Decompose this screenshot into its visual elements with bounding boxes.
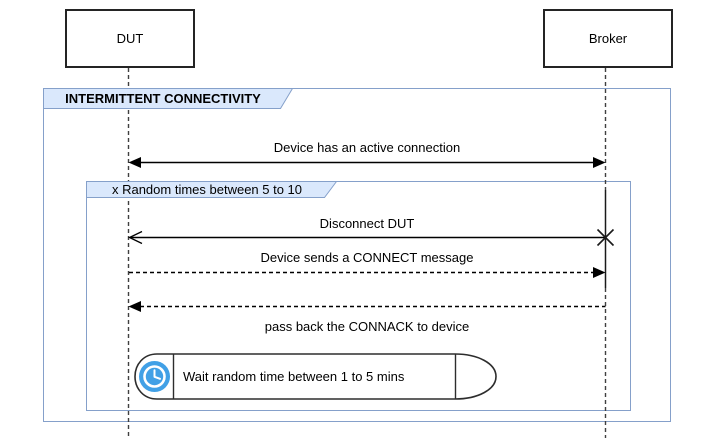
- fragment-intermittent-connectivity-frame: [43, 88, 671, 422]
- message-label-connack-return: pass back the CONNACK to device: [264, 319, 470, 334]
- actor-broker-box: Broker: [543, 9, 673, 68]
- message-label-disconnect-dut: Disconnect DUT: [319, 216, 415, 231]
- destroy-x-icon: [596, 228, 615, 247]
- clock-icon: [139, 361, 170, 392]
- fragment-loop-random-times-text: x Random times between 5 to 10: [111, 182, 303, 197]
- open-arrowhead-left-icon: [127, 230, 143, 245]
- actor-dut-box: DUT: [65, 9, 195, 68]
- arrowhead-left-icon: [128, 301, 141, 312]
- message-label-active-connection: Device has an active connection: [273, 140, 461, 155]
- actor-broker-label: Broker: [588, 31, 628, 46]
- arrowhead-right-icon: [593, 157, 606, 168]
- delay-shape-outline: [134, 353, 497, 400]
- delay-label: Wait random time between 1 to 5 mins: [183, 369, 405, 384]
- fragment-label-shape: [43, 88, 293, 109]
- fragment-intermittent-connectivity-label: INTERMITTENT CONNECTIVITY: [43, 88, 293, 109]
- fragment-loop-random-times-label: x Random times between 5 to 10: [86, 181, 337, 198]
- message-label-connect: Device sends a CONNECT message: [260, 250, 474, 265]
- arrowhead-right-icon: [593, 267, 606, 278]
- fragment-label-shape: [86, 181, 337, 198]
- fragment-intermittent-connectivity-text: INTERMITTENT CONNECTIVITY: [65, 91, 261, 106]
- arrowhead-left-icon: [128, 157, 141, 168]
- delay-shape: [134, 353, 497, 400]
- fragment-loop-random-times-frame: [86, 181, 631, 411]
- actor-dut-label: DUT: [116, 31, 144, 46]
